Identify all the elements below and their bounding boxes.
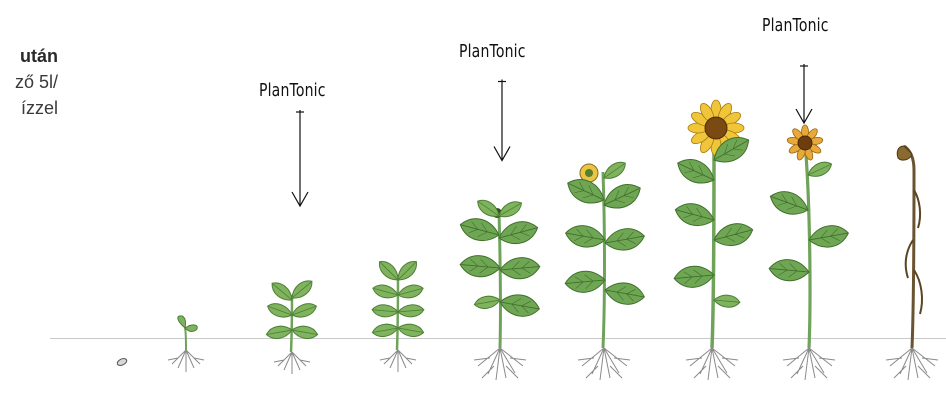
plant-stage-4 [458,196,542,380]
plant-stage-1 [168,316,204,372]
seed-icon [116,357,128,367]
plant-stage-7 [767,125,850,380]
plant-stage-5 [563,158,646,380]
plant-stage-6 [673,100,756,380]
plant-stage-3 [371,257,424,372]
plant-stage-2 [265,277,318,374]
plant-stage-8-withered [886,146,938,380]
